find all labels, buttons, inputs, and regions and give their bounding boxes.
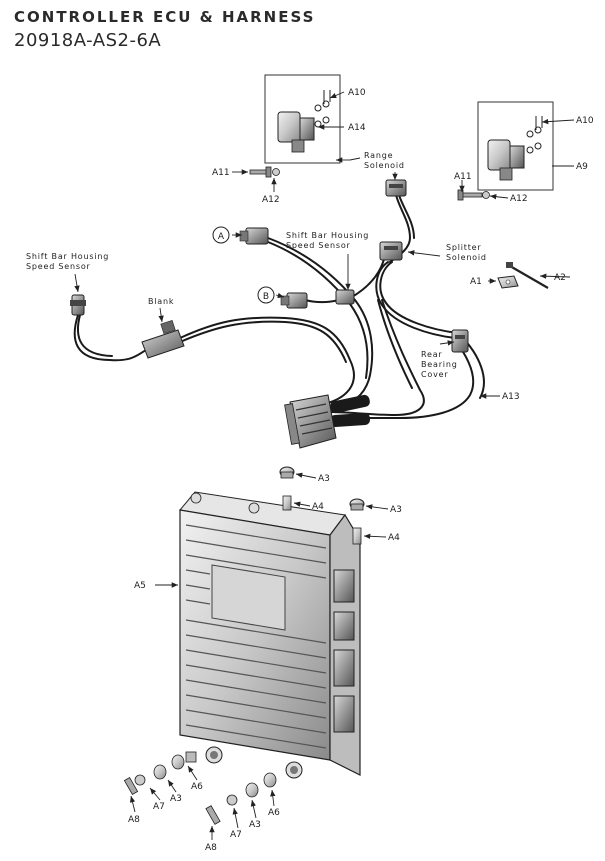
range-connector	[385, 179, 407, 197]
cable-tie-a2	[506, 262, 549, 289]
svg-text:Splitter: Splitter	[446, 243, 482, 252]
part-number: 20918A-AS2-6A	[14, 30, 162, 51]
callout-a13: A13	[502, 392, 520, 402]
label-shift-bar-housing-center: Shift Bar Housing Speed Sensor	[286, 231, 369, 250]
callout-a6-left: A6	[191, 782, 203, 792]
svg-text:Solenoid: Solenoid	[446, 253, 487, 262]
callout-a5: A5	[134, 581, 146, 591]
label-splitter-solenoid: Splitter Solenoid	[446, 243, 487, 262]
svg-text:Solenoid: Solenoid	[364, 161, 405, 170]
callout-a14: A14	[348, 123, 366, 133]
connector-a	[239, 227, 269, 245]
svg-text:A: A	[218, 232, 225, 242]
ecu-controller	[179, 491, 361, 779]
circle-callout-b: B	[257, 286, 275, 304]
grommet-a3-top-left	[279, 466, 295, 479]
svg-text:Cover: Cover	[421, 370, 448, 379]
callout-a2: A2	[554, 273, 566, 283]
callout-a12-left: A12	[262, 195, 280, 205]
callout-a4-top-left: A4	[312, 502, 324, 512]
svg-text:Rear: Rear	[421, 350, 443, 359]
page-title: CONTROLLER ECU & HARNESS	[14, 8, 316, 26]
bolt-a11-right	[457, 189, 490, 201]
callout-a3-bottom-left: A3	[170, 794, 182, 804]
callout-a10-right: A10	[576, 116, 594, 126]
circle-callout-a: A	[212, 226, 230, 244]
svg-text:Bearing: Bearing	[421, 360, 458, 369]
svg-text:B: B	[263, 292, 269, 302]
callout-a11-left: A11	[212, 168, 230, 178]
callout-a11-right: A11	[454, 172, 472, 182]
callout-a3-top-left: A3	[318, 474, 330, 484]
callout-a7-center: A7	[230, 830, 242, 840]
svg-text:Shift Bar Housing: Shift Bar Housing	[26, 252, 109, 261]
callout-a3-bottom-center: A3	[249, 820, 261, 830]
callout-a8-left: A8	[128, 815, 140, 825]
hardware-bottom-center	[205, 772, 277, 825]
detail-box-a14	[264, 74, 341, 164]
svg-text:Range: Range	[364, 151, 393, 160]
label-blank: Blank	[148, 297, 174, 306]
svg-text:Speed Sensor: Speed Sensor	[26, 262, 91, 271]
leader-lines	[74, 91, 575, 840]
harness-sleeve	[329, 394, 371, 428]
callout-a7-left: A7	[153, 802, 165, 812]
hardware-bottom-left	[123, 751, 197, 795]
clamp-a1	[497, 275, 519, 289]
grommet-a3-top-right	[349, 498, 365, 511]
callout-a12-right: A12	[510, 194, 528, 204]
callout-a9: A9	[576, 162, 588, 172]
rear-bearing-connector	[451, 329, 469, 353]
label-range-solenoid: Range Solenoid	[364, 151, 405, 170]
sleeve-a4-top-left	[282, 495, 292, 511]
connector-b	[280, 292, 308, 309]
splitter-connector	[379, 241, 403, 261]
left-speed-sensor	[70, 294, 86, 316]
callout-a3-top-right: A3	[390, 505, 402, 515]
callout-a6-center: A6	[268, 808, 280, 818]
callout-a8-center: A8	[205, 843, 217, 853]
label-shift-bar-housing-left: Shift Bar Housing Speed Sensor	[26, 252, 109, 271]
callout-a10-left: A10	[348, 88, 366, 98]
sleeve-a4-top-right	[352, 527, 362, 545]
callout-a1: A1	[470, 277, 482, 287]
svg-text:Shift Bar Housing: Shift Bar Housing	[286, 231, 369, 240]
blank-plug	[141, 320, 185, 359]
callout-a4-top-right: A4	[388, 533, 400, 543]
label-rear-bearing-cover: Rear Bearing Cover	[421, 350, 458, 379]
detail-box-a9	[477, 101, 554, 191]
svg-text:Speed Sensor: Speed Sensor	[286, 241, 351, 250]
center-speed-sensor-connector	[335, 289, 355, 305]
bolt-a11-left	[249, 166, 280, 178]
main-harness-connector	[284, 394, 337, 449]
wire-harness	[73, 194, 485, 420]
